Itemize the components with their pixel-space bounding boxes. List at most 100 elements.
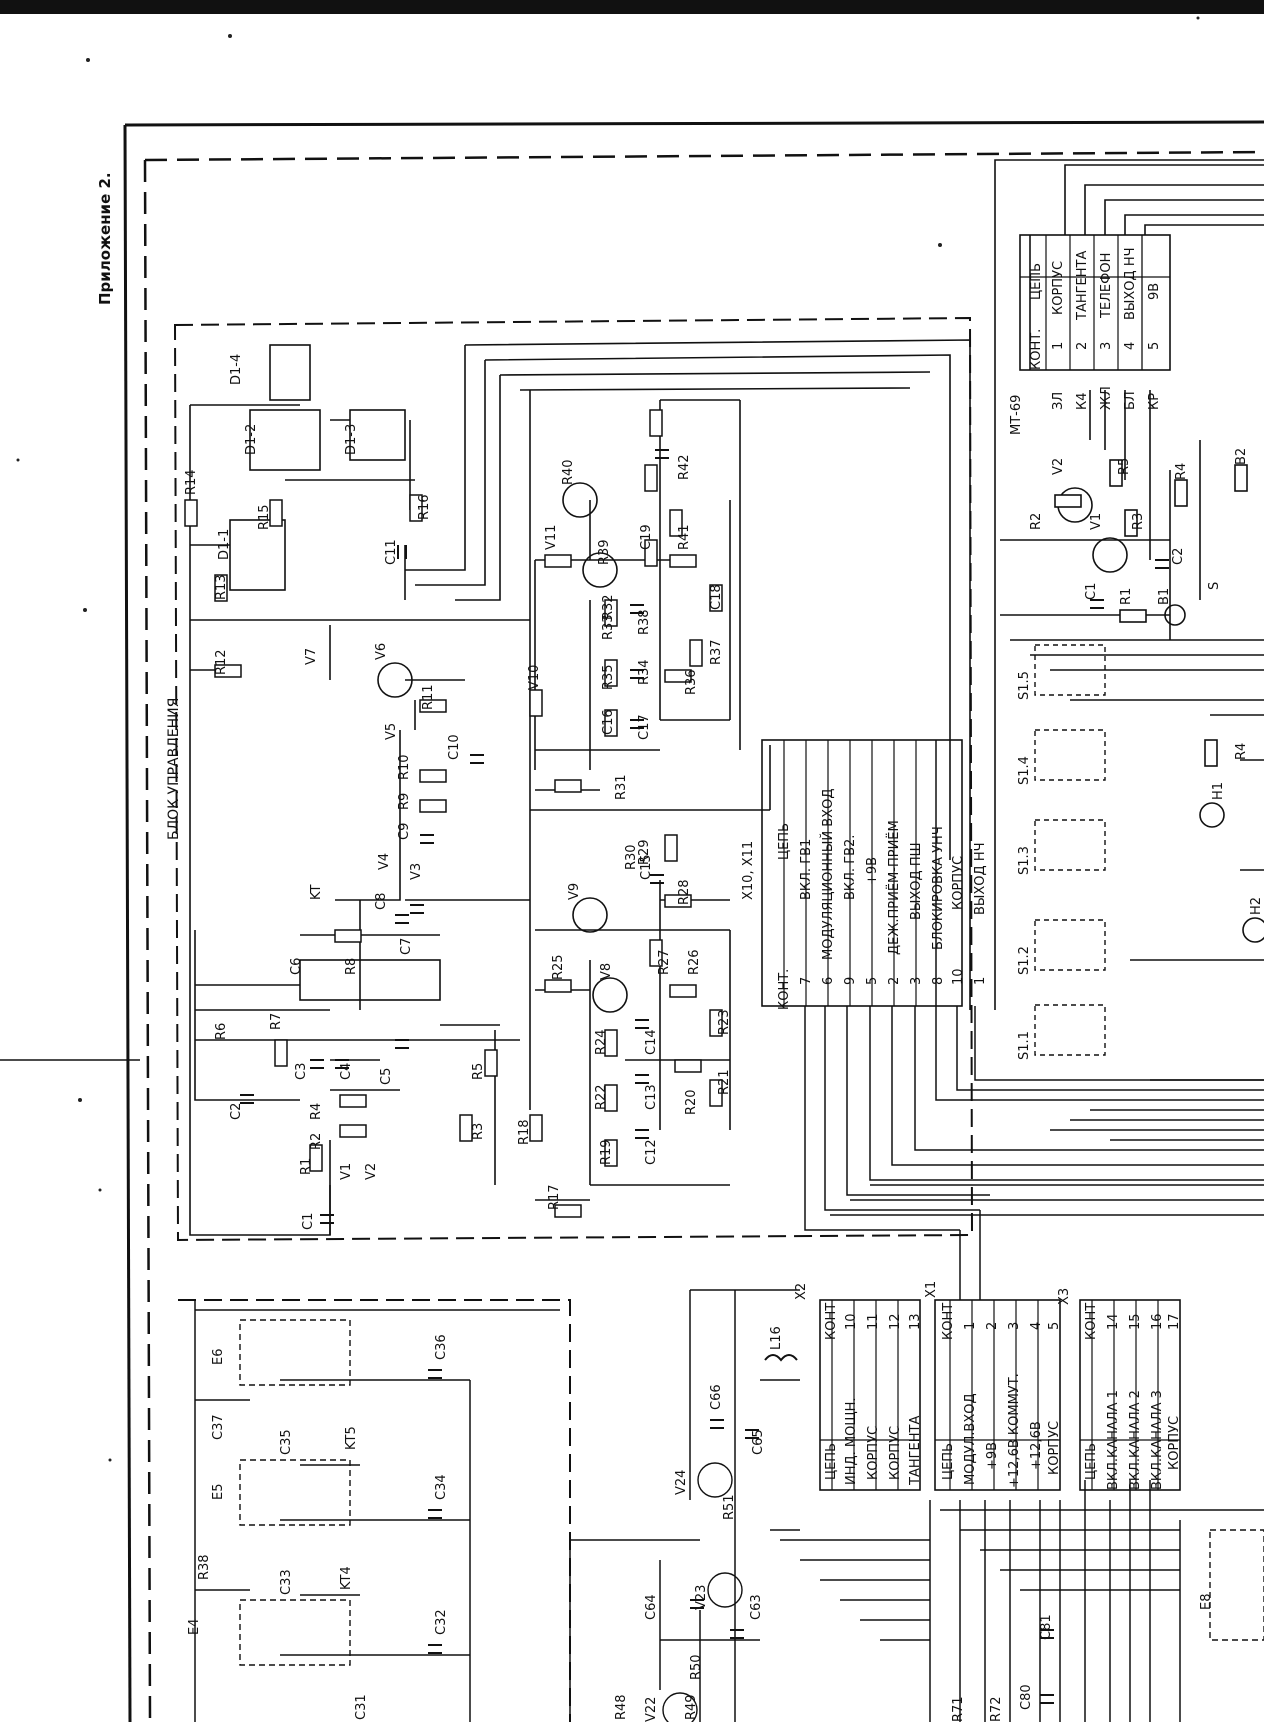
connector-mt69-text: МТ-69 КОНТ. ЦЕПЬ 1 КОРПУС 2 ТАНГЕНТА 3 Т… — [1009, 247, 1162, 435]
svg-text:9: 9 — [843, 977, 858, 985]
svg-text:R17: R17 — [547, 1184, 562, 1210]
svg-text:ВКЛ.КАНАЛА 1: ВКЛ.КАНАЛА 1 — [1106, 1390, 1121, 1490]
svg-text:V2: V2 — [364, 1163, 379, 1180]
lower-boundary — [178, 1299, 571, 1722]
svg-text:R22: R22 — [594, 1084, 609, 1110]
svg-text:3: 3 — [909, 977, 924, 985]
svg-text:D1-1: D1-1 — [217, 529, 232, 560]
svg-text:17: 17 — [1167, 1313, 1182, 1330]
transistor-v9 — [572, 897, 608, 933]
svg-text:R16: R16 — [417, 494, 432, 520]
transistor-v22 — [662, 1692, 698, 1722]
svg-text:C66: C66 — [709, 1384, 724, 1410]
svg-text:C14: C14 — [644, 1029, 659, 1055]
control-capacitors — [240, 449, 669, 1224]
svg-text:C5: C5 — [379, 1068, 394, 1085]
svg-text:R38: R38 — [637, 609, 652, 635]
svg-text:R28: R28 — [677, 879, 692, 905]
svg-text:ИНД. МОЩН.: ИНД. МОЩН. — [844, 1398, 859, 1486]
svg-text:3: 3 — [1007, 1322, 1022, 1330]
svg-text:R37: R37 — [709, 639, 724, 665]
svg-text:C37: C37 — [211, 1414, 226, 1440]
x10-rows: 7 ВКЛ. ГВ1 6 МОДУЛЯЦИОННЫЙ ВХОД 9 ВКЛ. Г… — [799, 789, 988, 985]
svg-text:C11: C11 — [384, 539, 399, 565]
svg-text:R30: R30 — [624, 844, 639, 870]
svg-text:1: 1 — [963, 1322, 978, 1330]
svg-text:+12,6В КОММУТ.: +12,6В КОММУТ. — [1007, 1373, 1022, 1488]
svg-text:C7: C7 — [399, 938, 414, 955]
svg-text:KT: KT — [309, 884, 324, 900]
svg-text:15: 15 — [1128, 1313, 1143, 1330]
svg-text:ЦЕПЬ: ЦЕПЬ — [1084, 1443, 1099, 1480]
svg-text:R1: R1 — [1119, 588, 1134, 605]
svg-text:KT4: KT4 — [339, 1566, 354, 1590]
svg-text:+12,6В: +12,6В — [1029, 1421, 1044, 1470]
svg-text:E8: E8 — [1199, 1594, 1214, 1611]
svg-text:1: 1 — [1051, 342, 1066, 350]
svg-text:R13: R13 — [214, 574, 229, 600]
svg-text:C2: C2 — [229, 1103, 244, 1120]
svg-text:R49: R49 — [684, 1694, 699, 1720]
svg-text:R42: R42 — [677, 454, 692, 480]
right-transistors — [1054, 459, 1264, 943]
switch-group — [1034, 644, 1106, 1056]
svg-text:БЛОКИРОВКА УНЧ: БЛОКИРОВКА УНЧ — [931, 826, 946, 950]
svg-text:R14: R14 — [184, 469, 199, 495]
svg-text:C6: C6 — [289, 958, 304, 975]
svg-text:V7: V7 — [304, 648, 319, 665]
lower-capacitors — [428, 1369, 1054, 1704]
svg-text:12: 12 — [888, 1313, 903, 1330]
svg-text:+9В: +9В — [865, 857, 880, 885]
svg-text:B2: B2 — [1234, 448, 1249, 465]
transistor-v11 — [562, 482, 598, 518]
connector-x2-text: X2 ЦЕПЬ КОНТ ИНД. МОЩН. 10 КОРПУС 11 КОР… — [794, 1283, 923, 1486]
svg-text:C64: C64 — [644, 1594, 659, 1620]
svg-text:V3: V3 — [409, 863, 424, 880]
svg-text:C3: C3 — [294, 1063, 309, 1080]
svg-text:КОРПУС: КОРПУС — [1051, 261, 1066, 315]
svg-text:C19: C19 — [639, 524, 654, 550]
svg-text:V2: V2 — [1051, 458, 1066, 475]
svg-text:ВЫХОД ПШ: ВЫХОД ПШ — [909, 843, 924, 921]
connector-x3 — [1079, 1299, 1181, 1491]
svg-text:C63: C63 — [749, 1594, 764, 1620]
connector-x10-x11-text: X10, X11 КОНТ. ЦЕПЬ 7 ВКЛ. ГВ1 6 МОДУЛЯЦ… — [741, 789, 988, 1010]
svg-text:КОНТ.: КОНТ. — [1029, 329, 1044, 370]
svg-text:C16: C16 — [601, 709, 616, 735]
svg-text:ТЕЛЕФОН: ТЕЛЕФОН — [1099, 253, 1114, 319]
svg-text:V6: V6 — [374, 643, 389, 660]
transistor-v24 — [697, 1462, 733, 1498]
svg-text:ЗЛ: ЗЛ — [1051, 392, 1066, 410]
svg-text:5: 5 — [1147, 342, 1162, 350]
connector-mt69 — [1019, 234, 1171, 371]
svg-text:V4: V4 — [377, 853, 392, 870]
svg-text:1: 1 — [973, 977, 988, 985]
svg-text:R3: R3 — [471, 1123, 486, 1140]
svg-text:R3: R3 — [1131, 513, 1146, 530]
control-block-boundary — [173, 316, 974, 1242]
svg-text:ВЫХОД НЧ: ВЫХОД НЧ — [1123, 247, 1138, 320]
svg-text:X3: X3 — [1057, 1288, 1072, 1305]
svg-text:ТАНГЕНТА: ТАНГЕНТА — [908, 1416, 923, 1486]
svg-text:R41: R41 — [677, 524, 692, 550]
svg-text:R51: R51 — [722, 1494, 737, 1520]
svg-text:S1.5: S1.5 — [1017, 671, 1032, 700]
svg-text:S1.3: S1.3 — [1017, 846, 1032, 875]
svg-text:5: 5 — [865, 977, 880, 985]
svg-text:V8: V8 — [599, 963, 614, 980]
svg-text:R40: R40 — [561, 459, 576, 485]
svg-text:R5: R5 — [1117, 458, 1132, 475]
scan-top-band — [0, 0, 1264, 14]
svg-text:V23: V23 — [694, 1585, 709, 1610]
right-labels: V2 V1 R2 R5 R3 R4 C1 R1 B1 C2 B2 S S1.1 … — [1017, 448, 1264, 1060]
svg-text:S1.4: S1.4 — [1017, 756, 1032, 785]
transistor-v23 — [707, 1572, 743, 1608]
transistor-v6 — [377, 662, 413, 698]
outer-frame — [0, 120, 1264, 1722]
svg-text:R39: R39 — [597, 539, 612, 565]
svg-text:R4: R4 — [309, 1103, 324, 1120]
svg-text:ВКЛ.КАНАЛА 3: ВКЛ.КАНАЛА 3 — [1150, 1390, 1165, 1490]
svg-text:R10: R10 — [397, 754, 412, 780]
svg-text:R72: R72 — [989, 1696, 1004, 1722]
control-block-wiring — [189, 339, 971, 1236]
